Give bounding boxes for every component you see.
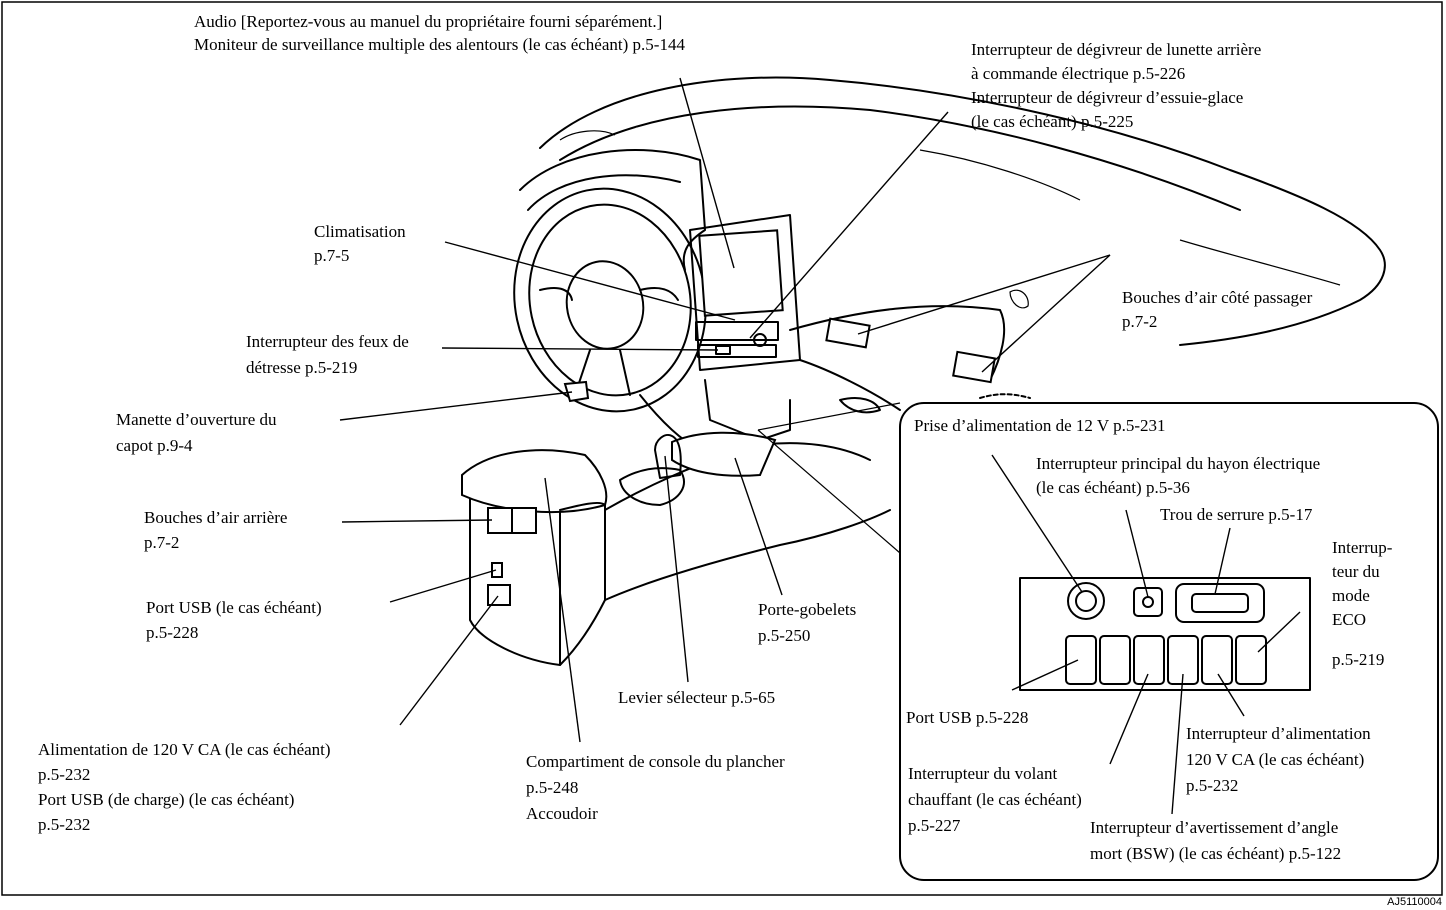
label-rear-defroster-page: à commande électrique p.5-226 <box>971 64 1186 83</box>
label-eco-3: mode <box>1332 586 1370 605</box>
label-floor-console: Compartiment de console du plancher <box>526 752 785 771</box>
label-selector-lever: Levier sélecteur p.5-65 <box>618 688 776 707</box>
label-bsw-page: mort (BSW) (le cas échéant) p.5-122 <box>1090 844 1342 863</box>
label-heated-wheel: Interrupteur du volant <box>908 764 1058 783</box>
cup-holders <box>671 431 777 477</box>
label-multi-view-monitor: Moniteur de surveillance multiple des al… <box>194 35 685 54</box>
label-inset-usb: Port USB p.5-228 <box>906 708 1029 727</box>
label-hazard: Interrupteur des feux de <box>246 332 409 351</box>
label-eco-2: teur du <box>1332 562 1380 581</box>
label-eco-4: ECO <box>1332 610 1366 629</box>
label-eco-1: Interrup- <box>1332 538 1393 557</box>
label-ac-120v-page: p.5-232 <box>38 765 91 784</box>
dashboard-outline <box>539 76 1386 346</box>
label-cup-holders-page: p.5-250 <box>758 626 811 645</box>
switch-panel <box>1019 577 1311 691</box>
label-ac-switch: Interrupteur d’alimentation <box>1186 724 1371 743</box>
label-power-outlet-12v: Prise d’alimentation de 12 V p.5-231 <box>914 416 1166 435</box>
label-bsw: Interrupteur d’avertissement d’angle <box>1090 818 1339 837</box>
hood-release-lever <box>563 380 590 403</box>
label-wiper-deicer-page: (le cas échéant) p.5-225 <box>971 112 1134 131</box>
label-heated-wheel-2: chauffant (le cas échéant) <box>908 790 1082 809</box>
label-tailgate-switch: Interrupteur principal du hayon électriq… <box>1036 454 1321 473</box>
label-armrest: Accoudoir <box>526 804 598 823</box>
label-hood-release: Manette d’ouverture du <box>116 410 277 429</box>
label-cup-holders: Porte-gobelets <box>758 600 857 619</box>
label-rear-defroster: Interrupteur de dégivreur de lunette arr… <box>971 40 1262 59</box>
armrest <box>461 449 608 514</box>
power-outlet-12v <box>1067 582 1105 620</box>
label-eco-page: p.5-219 <box>1332 650 1385 669</box>
figure-code: AJ5110004 <box>1387 896 1442 908</box>
label-climate: Climatisation <box>314 222 406 241</box>
label-keyhole: Trou de serrure p.5-17 <box>1160 505 1313 524</box>
label-heated-wheel-page: p.5-227 <box>908 816 961 835</box>
label-rear-vents-page: p.7-2 <box>144 533 180 552</box>
label-passenger-vents-page: p.7-2 <box>1122 312 1158 331</box>
selector-lever <box>654 434 682 479</box>
label-rear-usb-page: p.5-228 <box>146 623 199 642</box>
label-hood-release-page: capot p.9-4 <box>116 436 193 455</box>
label-ac-switch-page: p.5-232 <box>1186 776 1239 795</box>
label-charging-usb: Port USB (de charge) (le cas échéant) <box>38 790 295 809</box>
label-audio: Audio [Reportez-vous au manuel du propri… <box>194 12 663 31</box>
label-ac-switch-2: 120 V CA (le cas échéant) <box>1186 750 1365 769</box>
label-floor-console-page: p.5-248 <box>526 778 579 797</box>
label-wiper-deicer: Interrupteur de dégivreur d’essuie-glace <box>971 88 1244 107</box>
label-rear-vents: Bouches d’air arrière <box>144 508 288 527</box>
switch-row <box>1065 635 1267 685</box>
label-rear-usb: Port USB (le cas échéant) <box>146 598 322 617</box>
label-climate-page: p.7-5 <box>314 246 350 265</box>
label-charging-usb-page: p.5-232 <box>38 815 91 834</box>
label-ac-120v: Alimentation de 120 V CA (le cas échéant… <box>38 740 331 759</box>
floor-console <box>469 479 561 666</box>
label-passenger-vents: Bouches d’air côté passager <box>1122 288 1313 307</box>
label-tailgate-switch-page: (le cas échéant) p.5-36 <box>1036 478 1190 497</box>
keyhole <box>1175 583 1265 623</box>
label-hazard-page: détresse p.5-219 <box>246 358 358 377</box>
